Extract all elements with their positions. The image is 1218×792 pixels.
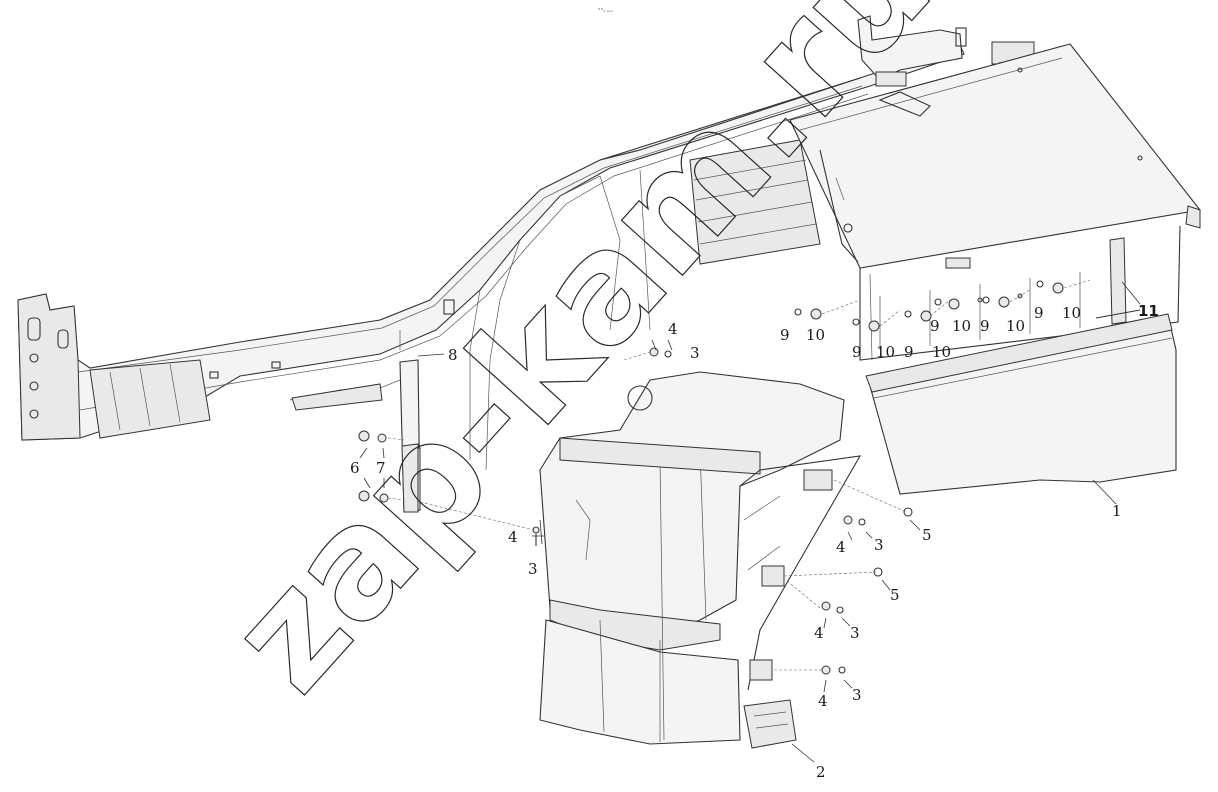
callout-labels: 1 2 3 3 3 3 3 4 4 4 4 4 5 5 6 7 8 9 9 9 … [350,302,1159,781]
callout-10: 10 [1006,317,1025,335]
callout-3: 3 [852,686,862,704]
callout-9: 9 [780,326,790,344]
header-note: °°ₙ ₒₒₒ [598,8,613,14]
callout-10: 10 [806,326,825,344]
callout-9: 9 [904,343,914,361]
callout-9: 9 [980,317,990,335]
callout-4: 4 [508,528,518,546]
callout-3: 3 [690,344,700,362]
callout-6: 6 [350,459,360,477]
battery-box [689,43,1202,361]
callout-4: 4 [818,692,828,710]
callout-5: 5 [890,586,900,604]
callout-2: 2 [816,763,826,781]
callout-1: 1 [1112,502,1122,520]
callout-10: 10 [932,343,951,361]
callout-5: 5 [922,526,932,544]
callout-9: 9 [930,317,940,335]
fastener-set-3-4-5 [419,347,913,675]
callout-10: 10 [952,317,971,335]
callout-4: 4 [814,624,824,642]
callout-3: 3 [874,536,884,554]
rear-bracket [857,15,1035,87]
callout-10: 10 [1062,304,1081,322]
callout-3: 3 [850,624,860,642]
callout-11: 11 [1138,302,1159,320]
leader-lines [359,281,1141,763]
callout-8: 8 [448,346,458,364]
callout-9: 9 [852,343,862,361]
callout-7: 7 [376,459,386,477]
fastener-set-9-10 [794,279,1091,332]
callout-4: 4 [836,538,846,556]
mudguard-assembly [539,371,862,749]
callout-4: 4 [668,320,678,338]
callout-10: 10 [876,343,895,361]
side-fairing-panel [865,237,1177,495]
callout-9: 9 [1034,304,1044,322]
callout-3: 3 [528,560,538,578]
upright-bracket [358,430,419,513]
